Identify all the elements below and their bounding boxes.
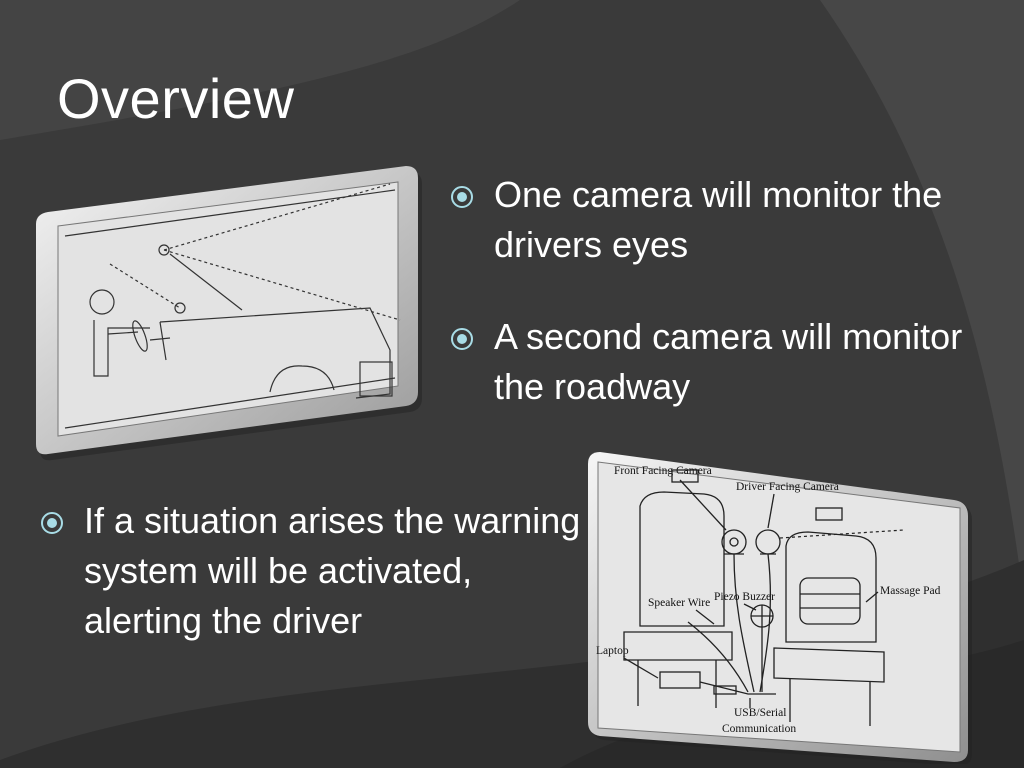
car-sketch-figure (30, 160, 430, 465)
bullet-text: A second camera will monitor the roadway (494, 316, 963, 407)
label-massage-pad: Massage Pad (880, 585, 941, 597)
label-front-camera: Front Facing Camera (614, 465, 712, 477)
bullet-text: One camera will monitor the drivers eyes (494, 174, 943, 265)
label-speaker-wire: Speaker Wire (648, 597, 710, 609)
label-driver-camera: Driver Facing Camera (736, 481, 839, 493)
circled-dot-icon (451, 186, 473, 208)
label-piezo-buzzer: Piezo Buzzer (714, 591, 775, 603)
label-communication: Communication (722, 723, 796, 735)
bullet-item: A second camera will monitor the roadway (450, 312, 1014, 412)
circled-dot-icon (451, 328, 473, 350)
label-laptop: Laptop (596, 645, 629, 657)
label-usb-serial: USB/Serial (734, 707, 786, 719)
car-sketch-image (36, 166, 422, 461)
bullet-item: If a situation arises the warning system… (40, 496, 584, 646)
bullet-item: One camera will monitor the drivers eyes (450, 170, 1024, 270)
circled-dot-icon (41, 512, 63, 534)
bullet-text: If a situation arises the warning system… (84, 500, 581, 641)
slide-title: Overview (57, 67, 295, 130)
seat-diagram-image: Front Facing Camera Driver Facing Camera… (588, 452, 972, 764)
seat-diagram-figure: Front Facing Camera Driver Facing Camera… (584, 446, 974, 764)
